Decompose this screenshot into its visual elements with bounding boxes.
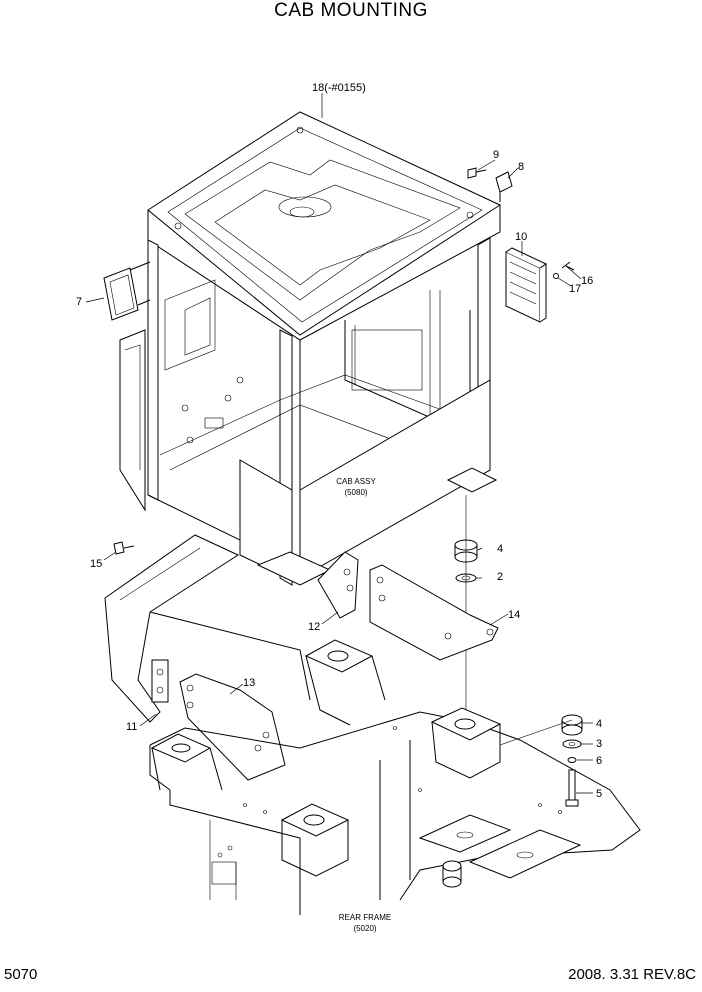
- callout-14: 14: [508, 609, 520, 621]
- bracket-12: [317, 551, 359, 619]
- lower-mount-stack: [499, 714, 583, 807]
- cab-roof: [147, 111, 502, 341]
- date-revision: 2008. 3.31 REV.8C: [568, 966, 696, 983]
- callout-16: 16: [581, 275, 593, 287]
- callout-18: 18(-#0155): [312, 82, 366, 94]
- assembly-labels: CAB ASSY (5080) REAR FRAME (5020): [336, 477, 391, 933]
- callout-labels: 18(-#0155) 9 8 10 16 17 7 4 2 14 15 12 1…: [76, 82, 602, 800]
- filter-and-hardware: [467, 167, 575, 323]
- callout-2: 2: [497, 571, 503, 583]
- callout-10: 10: [515, 231, 527, 243]
- cab-assy-label: CAB ASSY: [336, 477, 376, 486]
- page-number: 5070: [4, 966, 38, 983]
- page-title: CAB MOUNTING: [274, 0, 428, 21]
- bolt-15: [113, 541, 135, 555]
- callout-4-lower: 4: [596, 718, 602, 730]
- callout-13: 13: [243, 677, 255, 689]
- callout-4-upper: 4: [497, 543, 503, 555]
- bracket-13: [179, 673, 286, 781]
- callout-9: 9: [493, 149, 499, 161]
- callout-6: 6: [596, 755, 602, 767]
- rear-frame-label: REAR FRAME: [339, 913, 391, 922]
- rear-frame: [149, 639, 641, 915]
- cab-body: [103, 237, 498, 586]
- callout-7: 7: [76, 296, 82, 308]
- bracket-14: [369, 564, 499, 661]
- rear-frame-ref: (5020): [353, 924, 376, 933]
- callout-15: 15: [90, 558, 102, 570]
- callout-17: 17: [569, 283, 581, 295]
- callout-8: 8: [518, 161, 524, 173]
- leader-lines: [85, 93, 593, 794]
- cab-assy-ref: (5080): [344, 488, 367, 497]
- guard-11: [104, 534, 311, 723]
- callout-5: 5: [596, 788, 602, 800]
- callout-11: 11: [126, 721, 137, 733]
- upper-mount: [454, 495, 478, 715]
- callout-3: 3: [596, 738, 602, 750]
- callout-12: 12: [308, 621, 320, 633]
